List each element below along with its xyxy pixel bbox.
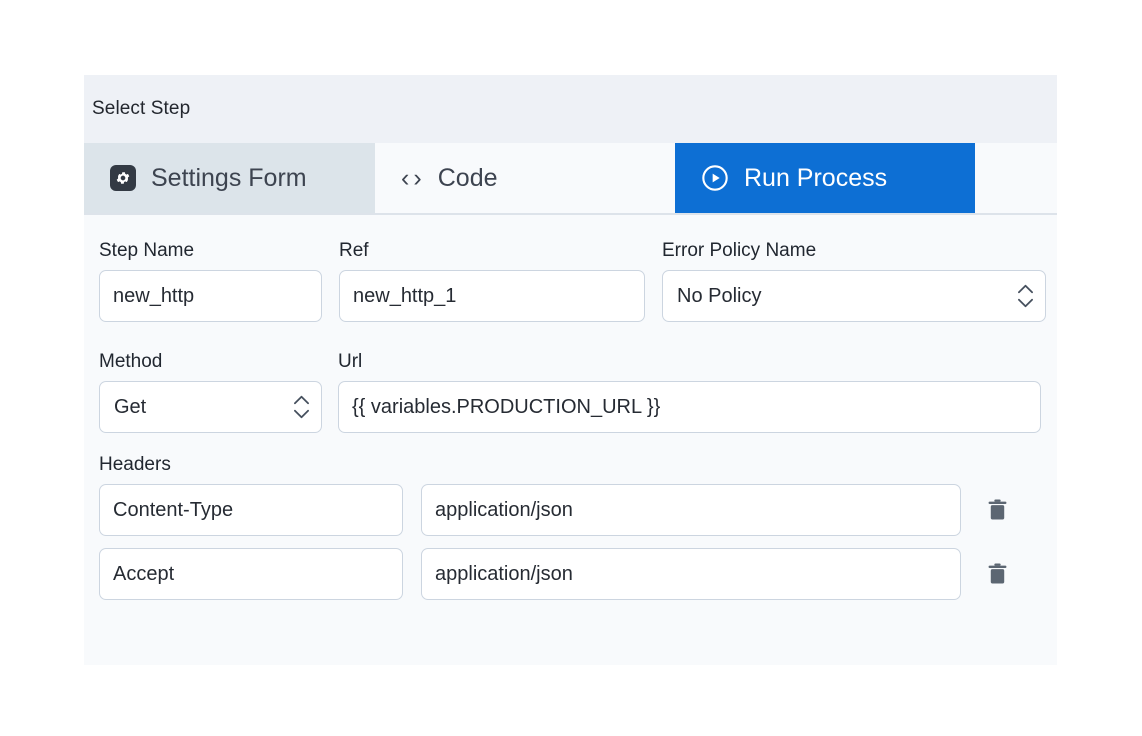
- error-policy-value: No Policy: [677, 285, 761, 308]
- headers-section: Headers: [84, 455, 1057, 600]
- field-url: Url: [338, 352, 1041, 433]
- tab-code-label: Code: [438, 166, 498, 191]
- header-value-input[interactable]: [421, 484, 961, 536]
- headers-label: Headers: [99, 455, 1057, 474]
- tab-settings-form-label: Settings Form: [151, 166, 307, 191]
- code-brackets-icon: ‹ ›: [401, 166, 423, 191]
- page-title: Select Step: [92, 98, 190, 120]
- header-value-input[interactable]: [421, 548, 961, 600]
- play-circle-icon: [701, 164, 729, 192]
- settings-form-body: Step Name Ref Error Policy Name No Polic…: [84, 215, 1057, 600]
- field-ref: Ref: [339, 241, 645, 322]
- header-row: [99, 548, 1057, 600]
- method-select-wrap: Get: [99, 381, 322, 433]
- panel-header: Select Step: [84, 75, 1057, 143]
- ref-input[interactable]: [339, 270, 645, 322]
- error-policy-label: Error Policy Name: [662, 241, 1046, 260]
- gear-icon: [110, 165, 136, 191]
- ref-label: Ref: [339, 241, 645, 260]
- method-select[interactable]: Get: [99, 381, 322, 433]
- step-name-label: Step Name: [99, 241, 322, 260]
- error-policy-select-wrap: No Policy: [662, 270, 1046, 322]
- method-value: Get: [114, 396, 146, 419]
- trash-icon: [987, 498, 1008, 522]
- form-row-identity: Step Name Ref Error Policy Name No Polic…: [84, 241, 1057, 322]
- trash-icon: [987, 562, 1008, 586]
- field-method: Method Get: [99, 352, 322, 433]
- url-input[interactable]: [338, 381, 1041, 433]
- delete-header-button[interactable]: [980, 493, 1014, 527]
- field-step-name: Step Name: [99, 241, 322, 322]
- tab-strip: Settings Form ‹ › Code Run Process: [84, 143, 1057, 215]
- tab-run-process-label: Run Process: [744, 166, 887, 191]
- header-key-input[interactable]: [99, 548, 403, 600]
- header-key-input[interactable]: [99, 484, 403, 536]
- step-name-input[interactable]: [99, 270, 322, 322]
- delete-header-button[interactable]: [980, 557, 1014, 591]
- field-error-policy: Error Policy Name No Policy: [662, 241, 1046, 322]
- url-label: Url: [338, 352, 1041, 371]
- tab-run-process[interactable]: Run Process: [675, 143, 975, 213]
- header-row: [99, 484, 1057, 536]
- tab-settings-form[interactable]: Settings Form: [84, 143, 375, 213]
- tab-code[interactable]: ‹ › Code: [375, 143, 675, 213]
- select-step-panel: Select Step Settings Form ‹ › Code Run P…: [84, 75, 1057, 665]
- method-label: Method: [99, 352, 322, 371]
- form-row-request: Method Get Url: [84, 352, 1057, 433]
- error-policy-select[interactable]: No Policy: [662, 270, 1046, 322]
